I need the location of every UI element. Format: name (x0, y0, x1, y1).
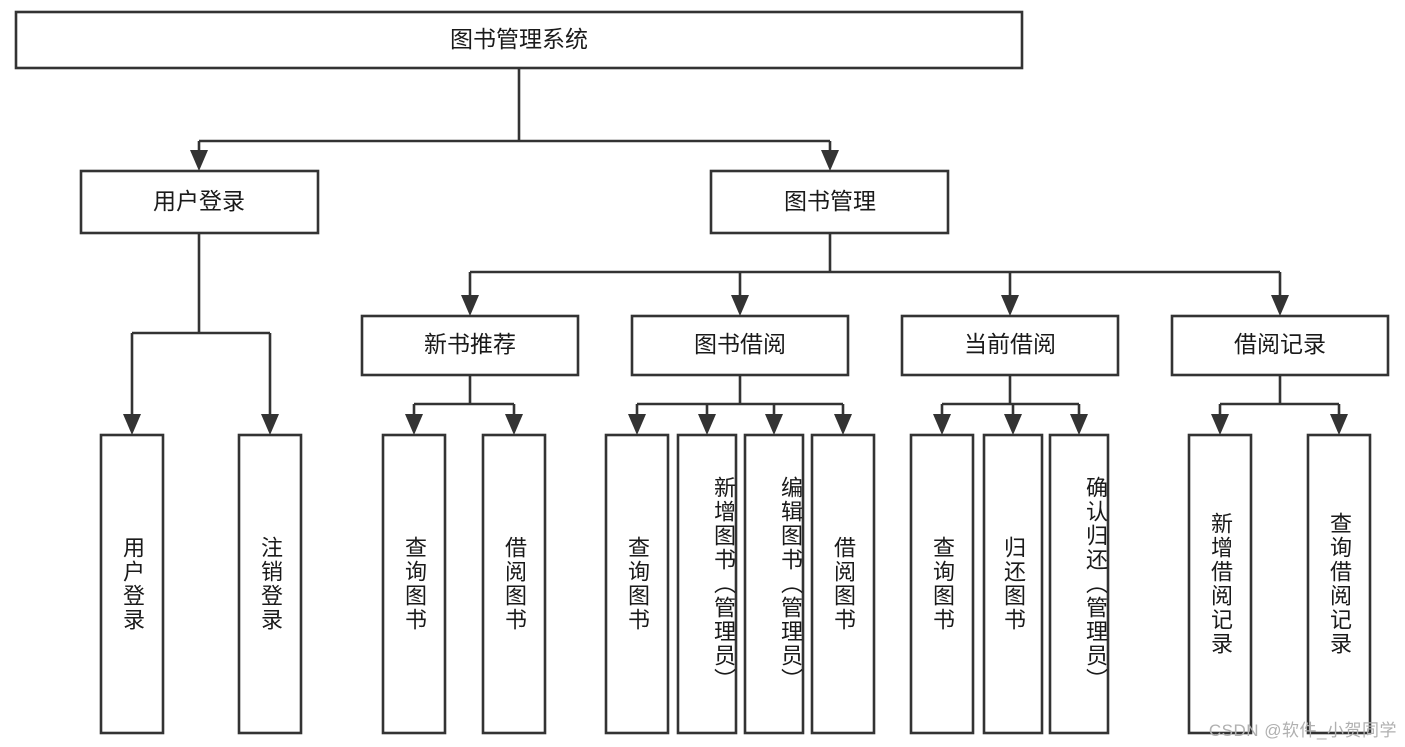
leaf-box-borrow-book-bb[interactable] (810, 433, 876, 735)
node-user-login-label: 用户登录 (153, 188, 245, 214)
node-borrow-record[interactable]: 借阅记录 (1170, 314, 1390, 377)
edge-group-root (190, 68, 839, 171)
edge-group-book-borrow (628, 375, 852, 435)
node-new-book-recommend-box[interactable] (360, 314, 580, 377)
leaf-box-borrow-book-nbr[interactable] (481, 433, 547, 735)
edge-group-user-login (123, 233, 279, 435)
leaf-box-user-login[interactable] (99, 433, 165, 735)
node-new-book-recommend-label: 新书推荐 (424, 331, 516, 357)
arrowhead-book-mgmt (821, 150, 839, 171)
leaf-box-return-book[interactable] (982, 433, 1044, 735)
node-current-borrow-label: 当前借阅 (964, 331, 1056, 357)
node-user-login[interactable]: 用户登录 (79, 169, 320, 235)
node-root-box[interactable] (14, 10, 1024, 70)
arrowhead-cb-leaf3 (1070, 414, 1088, 435)
leaf-boxes (99, 433, 1372, 735)
node-current-borrow[interactable]: 当前借阅 (900, 314, 1120, 377)
node-root[interactable]: 图书管理系统 (14, 10, 1024, 70)
node-book-borrow-label: 图书借阅 (694, 331, 786, 357)
arrowhead-bb-leaf4 (834, 414, 852, 435)
leaf-box-confirm-return-admin[interactable] (1048, 433, 1110, 735)
node-book-management[interactable]: 图书管理 (709, 169, 950, 235)
arrowhead-cb-leaf2 (1004, 414, 1022, 435)
edge-group-book-mgmt (461, 233, 1289, 316)
node-user-login-box[interactable] (79, 169, 320, 235)
arrowhead-new-book-rec (461, 295, 479, 316)
leaf-box-add-borrow-record[interactable] (1187, 433, 1253, 735)
node-borrow-record-box[interactable] (1170, 314, 1390, 377)
arrowhead-book-borrow (731, 295, 749, 316)
leaf-box-query-book-bb[interactable] (604, 433, 670, 735)
arrowhead-borrow-record (1271, 295, 1289, 316)
leaf-box-add-book-admin[interactable] (676, 433, 738, 735)
node-book-borrow[interactable]: 图书借阅 (630, 314, 850, 377)
arrowhead-cb-leaf1 (933, 414, 951, 435)
watermark-text: CSDN @软件_小贺同学 (1208, 721, 1397, 740)
node-book-management-box[interactable] (709, 169, 950, 235)
arrowhead-bb-leaf3 (765, 414, 783, 435)
leaf-box-query-book-nbr[interactable] (381, 433, 447, 735)
arrowhead-nbr-leaf1 (405, 414, 423, 435)
edge-group-new-book-rec (405, 375, 523, 435)
arrowhead-leaf-logout (261, 414, 279, 435)
arrowhead-leaf-user-login (123, 414, 141, 435)
arrowhead-nbr-leaf2 (505, 414, 523, 435)
node-book-borrow-box[interactable] (630, 314, 850, 377)
node-current-borrow-box[interactable] (900, 314, 1120, 377)
node-borrow-record-label: 借阅记录 (1234, 331, 1326, 357)
arrowhead-bb-leaf2 (698, 414, 716, 435)
arrowhead-br-leaf2 (1330, 414, 1348, 435)
leaf-box-logout[interactable] (237, 433, 303, 735)
arrowhead-current-borrow (1001, 295, 1019, 316)
edge-group-borrow-record (1211, 375, 1348, 435)
arrowhead-bb-leaf1 (628, 414, 646, 435)
leaf-box-query-borrow-record[interactable] (1306, 433, 1372, 735)
edge-group-current-borrow (933, 375, 1088, 435)
arrowhead-user-login (190, 150, 208, 171)
node-new-book-recommend[interactable]: 新书推荐 (360, 314, 580, 377)
node-root-label: 图书管理系统 (450, 26, 588, 52)
leaf-box-edit-book-admin[interactable] (743, 433, 805, 735)
node-book-management-label: 图书管理 (784, 188, 876, 214)
leaf-box-query-book-cb[interactable] (909, 433, 975, 735)
arrowhead-br-leaf1 (1211, 414, 1229, 435)
